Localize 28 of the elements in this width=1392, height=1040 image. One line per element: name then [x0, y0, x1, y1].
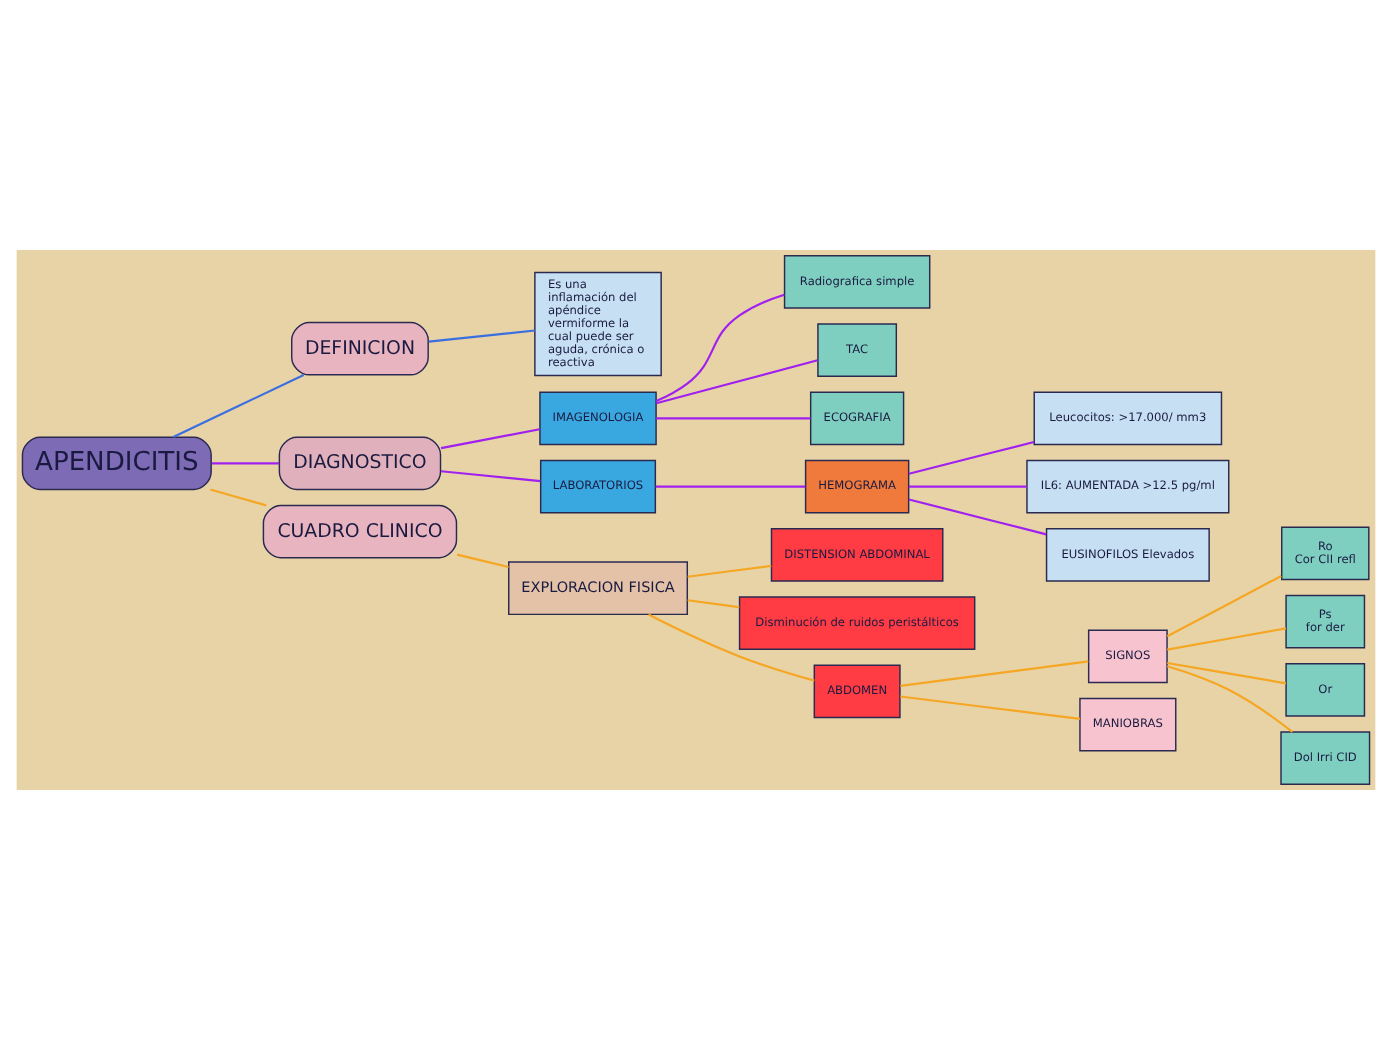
connector	[656, 417, 811, 420]
connector	[687, 599, 740, 609]
connector	[456, 553, 509, 569]
connector	[428, 329, 535, 343]
connector	[211, 462, 280, 465]
connector	[172, 373, 305, 439]
connector	[1166, 665, 1294, 733]
node-box: DIAGNOSTICO	[278, 436, 442, 491]
node-box: DEFINICION	[291, 321, 429, 376]
connector	[687, 564, 772, 578]
connector	[1166, 575, 1282, 638]
connector	[655, 485, 806, 488]
connector	[655, 293, 785, 403]
connector	[908, 440, 1035, 475]
connector	[900, 660, 1089, 687]
connector	[648, 613, 815, 682]
connector	[908, 485, 1027, 488]
connector	[900, 695, 1081, 720]
connector	[656, 359, 818, 405]
node-box: APENDICITIS	[21, 436, 212, 491]
node-box: CUADRO CLINICO	[262, 504, 458, 559]
connector	[210, 488, 267, 507]
connector	[440, 470, 541, 483]
connector	[1167, 627, 1287, 651]
connector	[1167, 661, 1287, 685]
connector	[440, 428, 540, 450]
node-box: EXPLORACION FISICA	[508, 561, 688, 616]
connector	[908, 498, 1047, 536]
